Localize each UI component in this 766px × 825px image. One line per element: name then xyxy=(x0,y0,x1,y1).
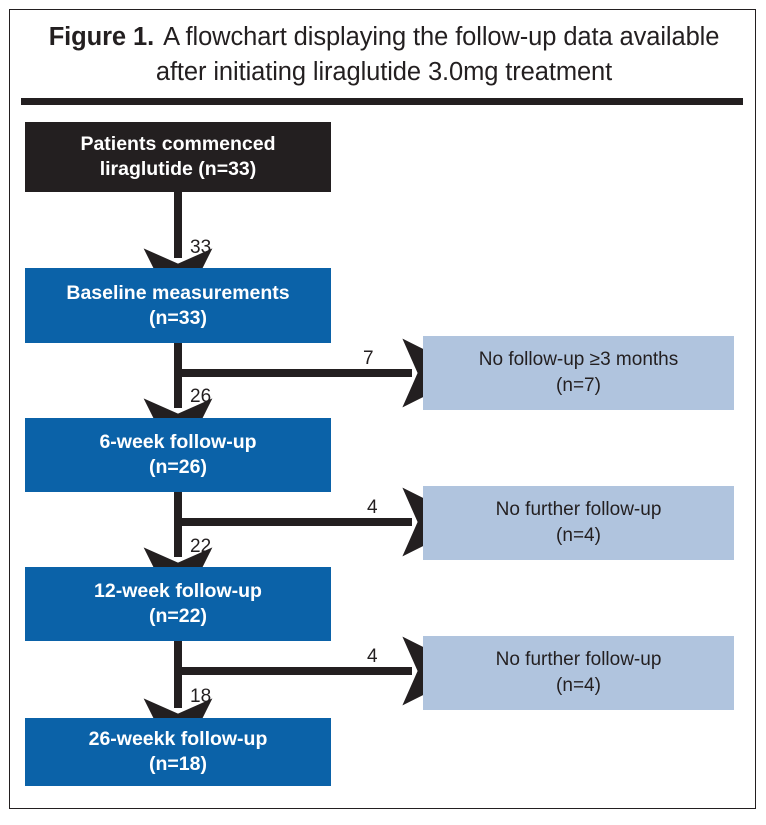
edge-label-week12-to-dropout3: 4 xyxy=(367,646,378,667)
node-26-week-follow-up-line2: (n=18) xyxy=(149,753,207,775)
figure-caption: Figure 1. A flowchart displaying the foll… xyxy=(24,20,744,90)
node-no-further-follow-up-2: No further follow-up (n=4) xyxy=(423,636,734,710)
figure-number: Figure 1. xyxy=(48,23,155,51)
node-patients-commenced-line1: Patients commenced xyxy=(80,133,276,155)
node-no-further-follow-up-1: No further follow-up (n=4) xyxy=(423,486,734,560)
node-6-week-follow-up-line2: (n=26) xyxy=(149,456,207,478)
edge-label-commenced-to-baseline: 33 xyxy=(190,237,212,258)
figure-border xyxy=(9,9,756,809)
node-12-week-follow-up: 12-week follow-up (n=22) xyxy=(25,567,331,641)
edge-label-week6-to-week12: 22 xyxy=(190,536,212,557)
edge-label-week12-to-week26: 18 xyxy=(190,686,212,707)
node-26-week-follow-up-line1: 26-weekk follow-up xyxy=(88,728,268,750)
node-6-week-follow-up-line1: 6-week follow-up xyxy=(99,431,257,453)
node-baseline-measurements: Baseline measurements (n=33) xyxy=(25,268,331,343)
node-6-week-follow-up: 6-week follow-up (n=26) xyxy=(25,418,331,492)
figure-caption-line-1: A flowchart displaying the follow-up dat… xyxy=(163,23,720,51)
node-no-follow-up-3-months: No follow-up ≥3 months (n=7) xyxy=(423,336,734,410)
node-no-follow-up-3-months-line2: (n=7) xyxy=(556,375,601,396)
node-baseline-measurements-line1: Baseline measurements xyxy=(66,281,290,304)
figure-caption-line-2: after initiating liraglutide 3.0mg treat… xyxy=(155,58,613,86)
edge-label-baseline-to-week6: 26 xyxy=(190,386,212,407)
edge-label-baseline-to-dropout1: 7 xyxy=(363,348,374,369)
node-no-further-follow-up-1-line1: No further follow-up xyxy=(495,499,662,520)
node-baseline-measurements-line2: (n=33) xyxy=(149,306,207,329)
node-no-further-follow-up-1-line2: (n=4) xyxy=(556,525,601,546)
node-patients-commenced: Patients commenced liraglutide (n=33) xyxy=(25,122,331,192)
edge-label-week6-to-dropout2: 4 xyxy=(367,497,378,518)
node-patients-commenced-line2: liraglutide (n=33) xyxy=(99,158,257,180)
node-no-follow-up-3-months-line1: No follow-up ≥3 months xyxy=(478,349,679,370)
caption-divider-rule xyxy=(21,98,743,105)
node-12-week-follow-up-line1: 12-week follow-up xyxy=(94,580,262,602)
node-no-further-follow-up-2-line1: No further follow-up xyxy=(495,649,662,670)
node-12-week-follow-up-line2: (n=22) xyxy=(149,605,207,627)
node-26-week-follow-up: 26-weekk follow-up (n=18) xyxy=(25,718,331,786)
node-no-further-follow-up-2-line2: (n=4) xyxy=(556,675,601,696)
